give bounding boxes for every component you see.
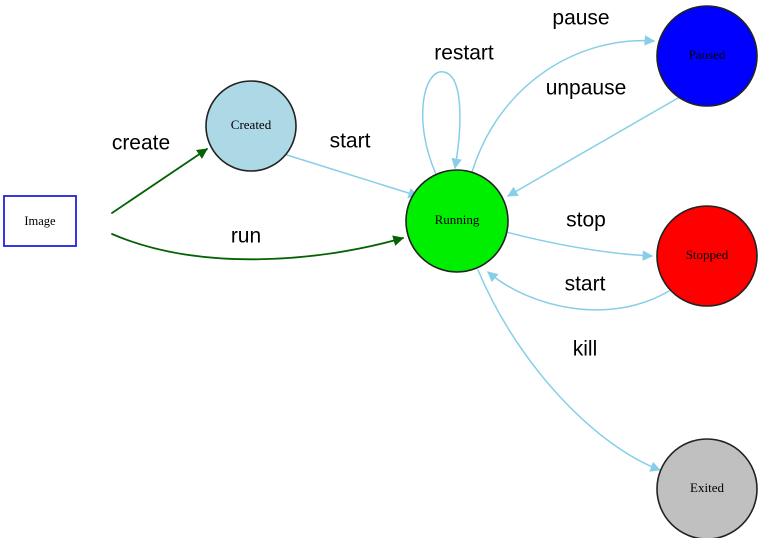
- edge-restart[interactable]: [421, 71, 462, 175]
- image-node-shape[interactable]: [3, 195, 77, 247]
- node-running[interactable]: Running: [405, 169, 509, 273]
- nodes-layer: Image Created Running Paused Stopped Exi: [3, 5, 758, 538]
- edge-label-restart: restart: [434, 42, 494, 65]
- node-stopped[interactable]: Stopped: [656, 205, 758, 307]
- stopped-node-shape[interactable]: [656, 205, 758, 307]
- edge-label-kill: kill: [573, 338, 598, 361]
- node-created[interactable]: Created: [205, 80, 297, 172]
- edge-label-start-stopped: start: [565, 273, 606, 296]
- edge-run[interactable]: [111, 233, 405, 261]
- edge-label-stop: stop: [566, 209, 606, 232]
- edge-label-start-created: start: [330, 130, 371, 153]
- node-paused[interactable]: Paused: [656, 5, 758, 107]
- edge-stop[interactable]: [505, 231, 654, 261]
- edge-label-unpause: unpause: [546, 77, 627, 100]
- edge-kill[interactable]: [477, 269, 661, 472]
- paused-node-shape[interactable]: [656, 5, 758, 107]
- node-image[interactable]: Image: [3, 195, 77, 247]
- edge-start-created[interactable]: [286, 154, 420, 199]
- edge-start-stopped[interactable]: [487, 271, 670, 311]
- edge-create[interactable]: [111, 148, 208, 214]
- edge-label-run: run: [231, 225, 261, 248]
- edge-unpause[interactable]: [507, 97, 679, 197]
- created-node-shape[interactable]: [205, 80, 297, 172]
- edge-label-create: create: [112, 132, 170, 155]
- running-node-shape[interactable]: [405, 169, 509, 273]
- edge-label-pause: pause: [552, 7, 609, 30]
- node-exited[interactable]: Exited: [656, 438, 758, 538]
- edges-layer: [111, 35, 679, 472]
- exited-node-shape[interactable]: [656, 438, 758, 538]
- edge-labels-layer: create run start restart pause unpause s…: [112, 7, 626, 361]
- edge-pause[interactable]: [471, 35, 656, 173]
